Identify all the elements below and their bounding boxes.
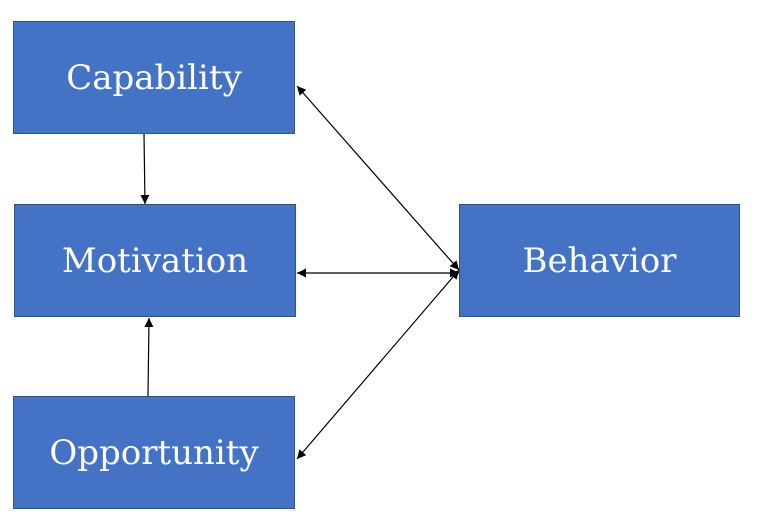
edge-capability-to-motivation — [140, 133, 150, 205]
node-opportunity-label: Opportunity — [49, 432, 259, 473]
node-behavior-label: Behavior — [522, 240, 677, 281]
node-behavior: Behavior — [459, 204, 740, 317]
node-capability: Capability — [13, 21, 295, 134]
edge-capability-behavior — [296, 85, 460, 271]
node-motivation: Motivation — [14, 204, 296, 317]
edge-opportunity-to-motivation — [144, 317, 154, 397]
edge-opportunity-behavior — [296, 269, 460, 460]
node-capability-label: Capability — [66, 57, 242, 98]
node-opportunity: Opportunity — [13, 396, 295, 509]
node-motivation-label: Motivation — [61, 240, 249, 281]
